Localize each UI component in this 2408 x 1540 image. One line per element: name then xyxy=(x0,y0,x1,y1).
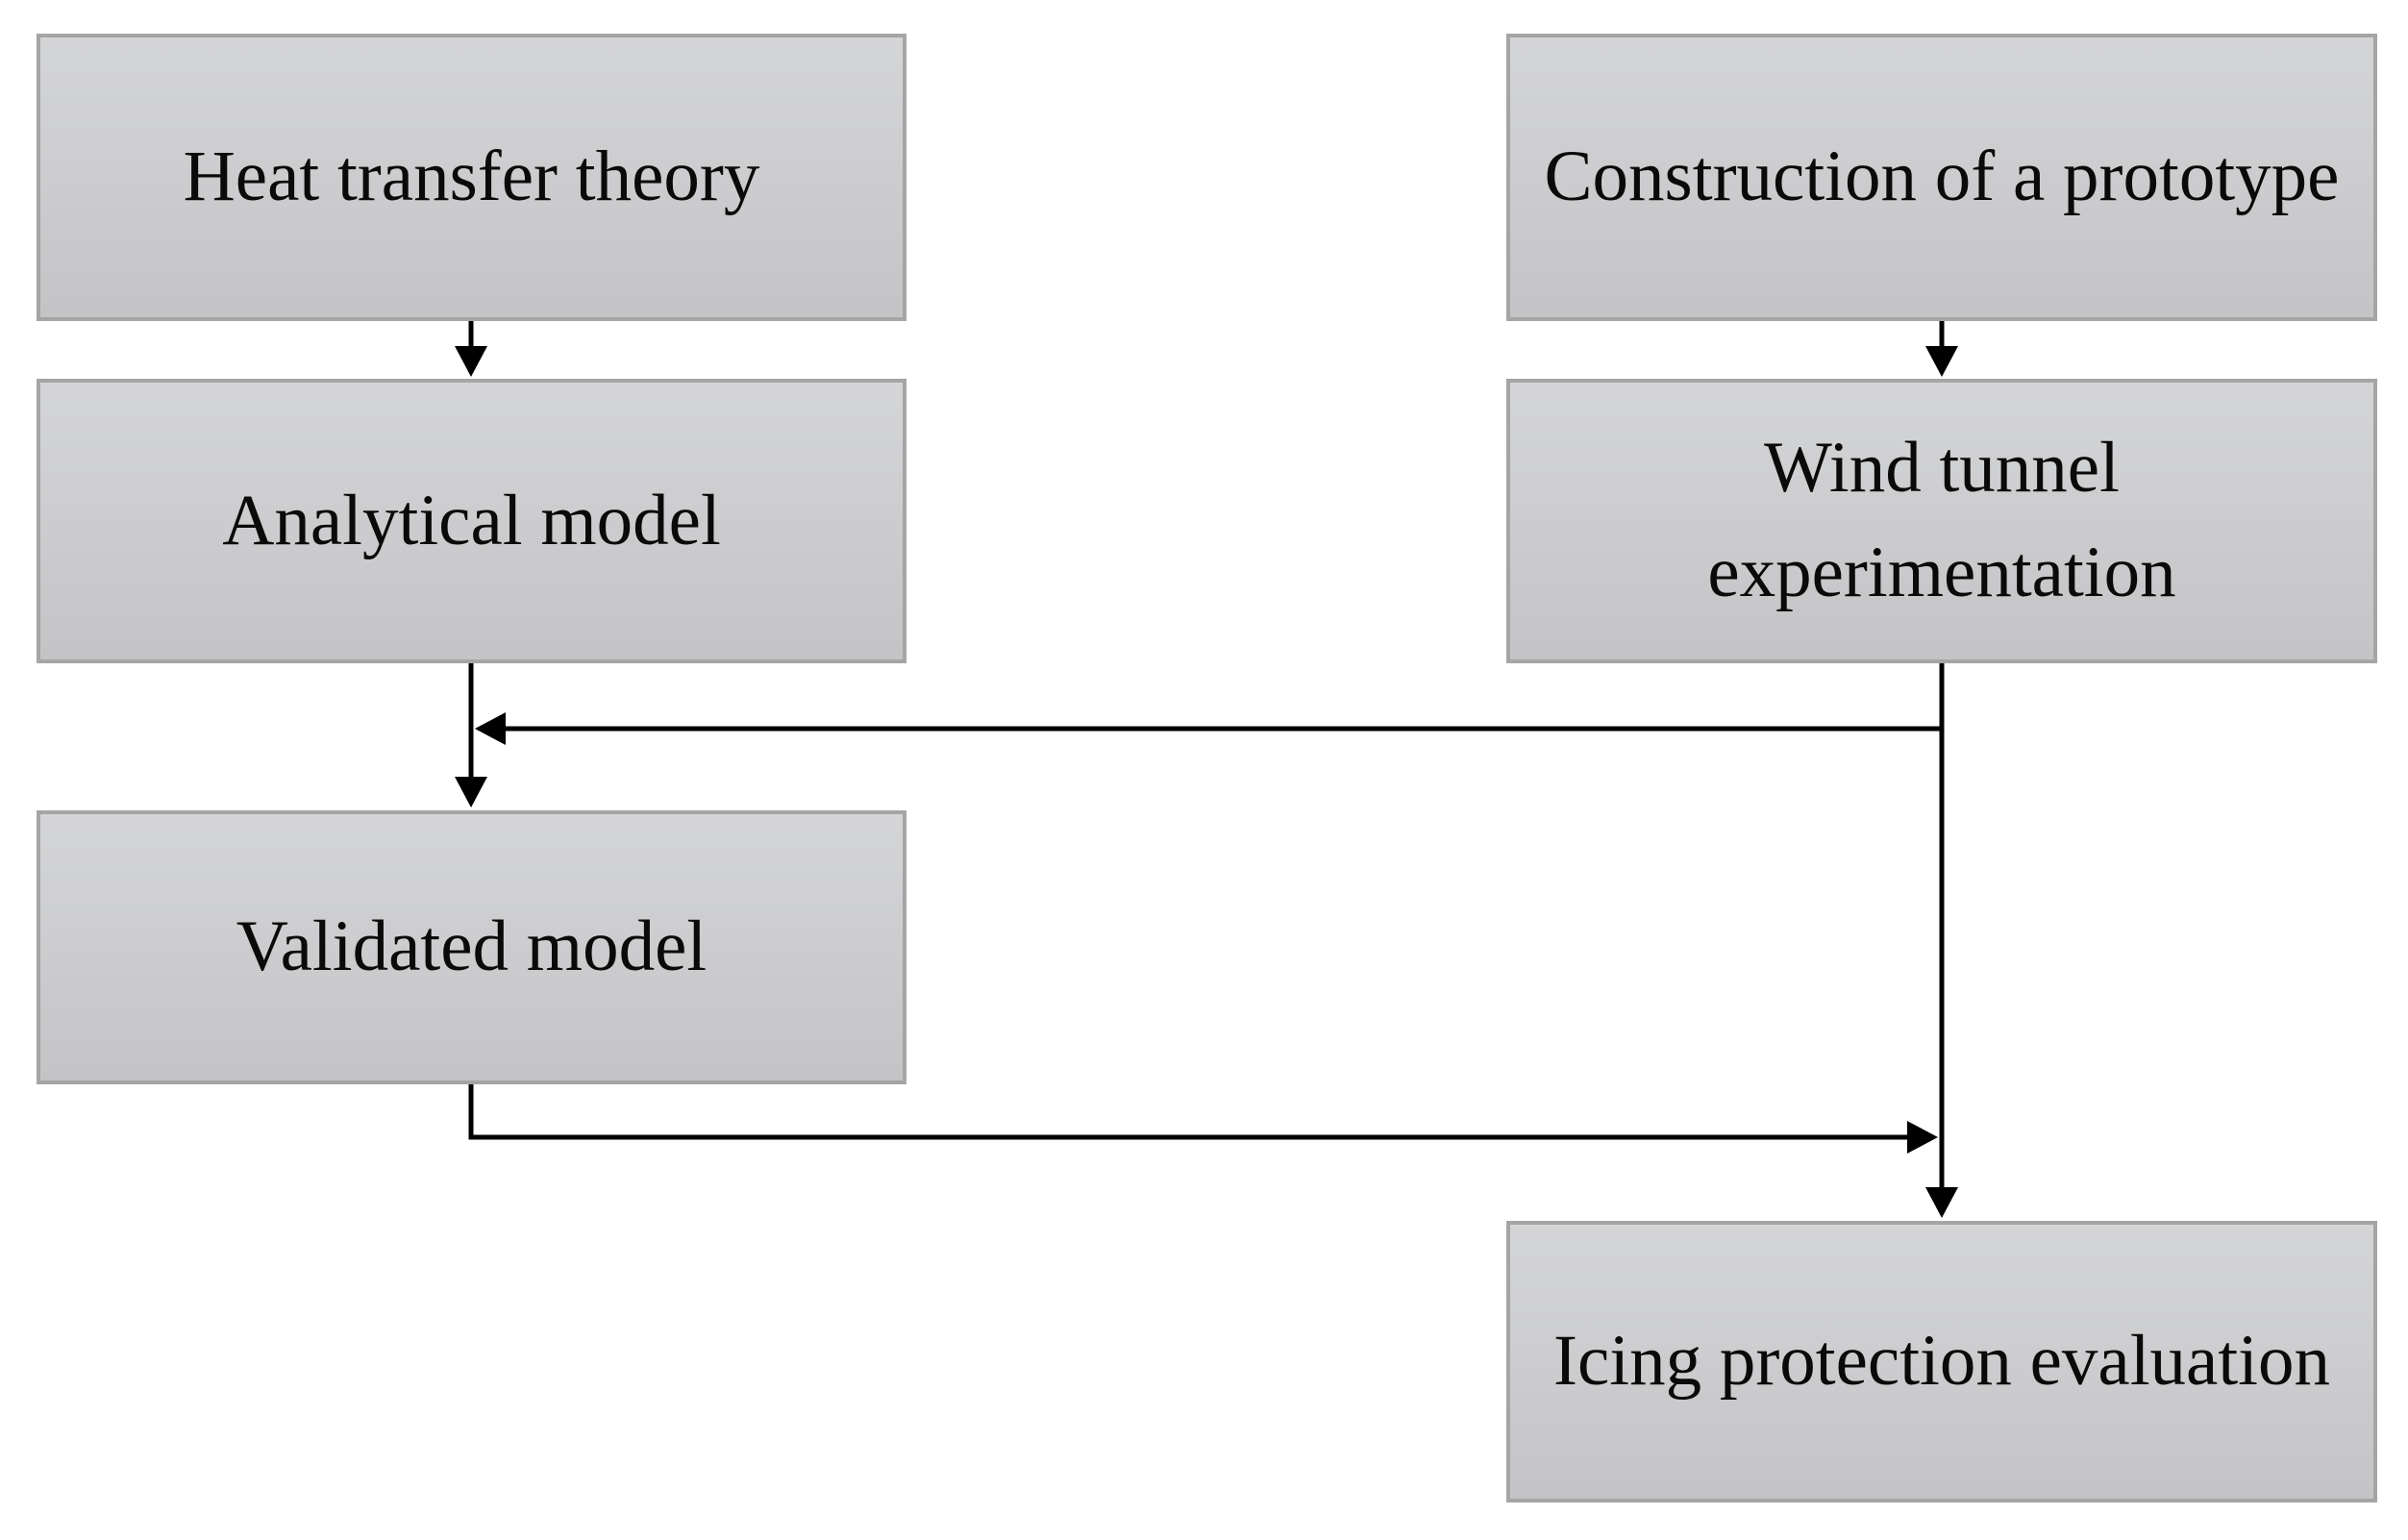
node-wind-tunnel-experimentation: Wind tunnel experimentation xyxy=(1506,379,2377,663)
node-label-construction-of-a-prototype: Construction of a prototype xyxy=(1544,137,2340,217)
node-label-analytical-model: Analytical model xyxy=(222,480,721,560)
arrowhead-down-icon xyxy=(455,777,487,807)
node-label-validated-model: Validated model xyxy=(236,907,708,987)
edge-validated-to-icing xyxy=(468,1084,1938,1154)
node-label-heat-transfer-theory: Heat transfer theory xyxy=(183,137,760,217)
arrowhead-right-icon xyxy=(1907,1121,1938,1154)
node-heat-transfer-theory: Heat transfer theory xyxy=(37,34,906,321)
node-validated-model: Validated model xyxy=(37,810,906,1084)
edge-windtunnel-to-icing xyxy=(1925,663,1958,1218)
edge-construction-to-windtunnel xyxy=(1925,321,1958,377)
node-analytical-model: Analytical model xyxy=(37,379,906,663)
node-icing-protection-evaluation: Icing protection evaluation xyxy=(1506,1221,2377,1503)
node-label-wind-tunnel-experimentation: Wind tunnel experimentation xyxy=(1707,428,2176,612)
arrowhead-down-icon xyxy=(1925,346,1958,377)
node-label-icing-protection-evaluation: Icing protection evaluation xyxy=(1552,1321,2331,1402)
edge-windtunnel-to-validated xyxy=(475,712,1942,745)
edge-heat-to-analytical xyxy=(455,321,487,377)
arrowhead-left-icon xyxy=(475,712,506,745)
arrowhead-down-icon xyxy=(1925,1187,1958,1218)
arrowhead-down-icon xyxy=(455,346,487,377)
edge-analytical-to-validated xyxy=(455,663,487,807)
node-construction-of-a-prototype: Construction of a prototype xyxy=(1506,34,2377,321)
